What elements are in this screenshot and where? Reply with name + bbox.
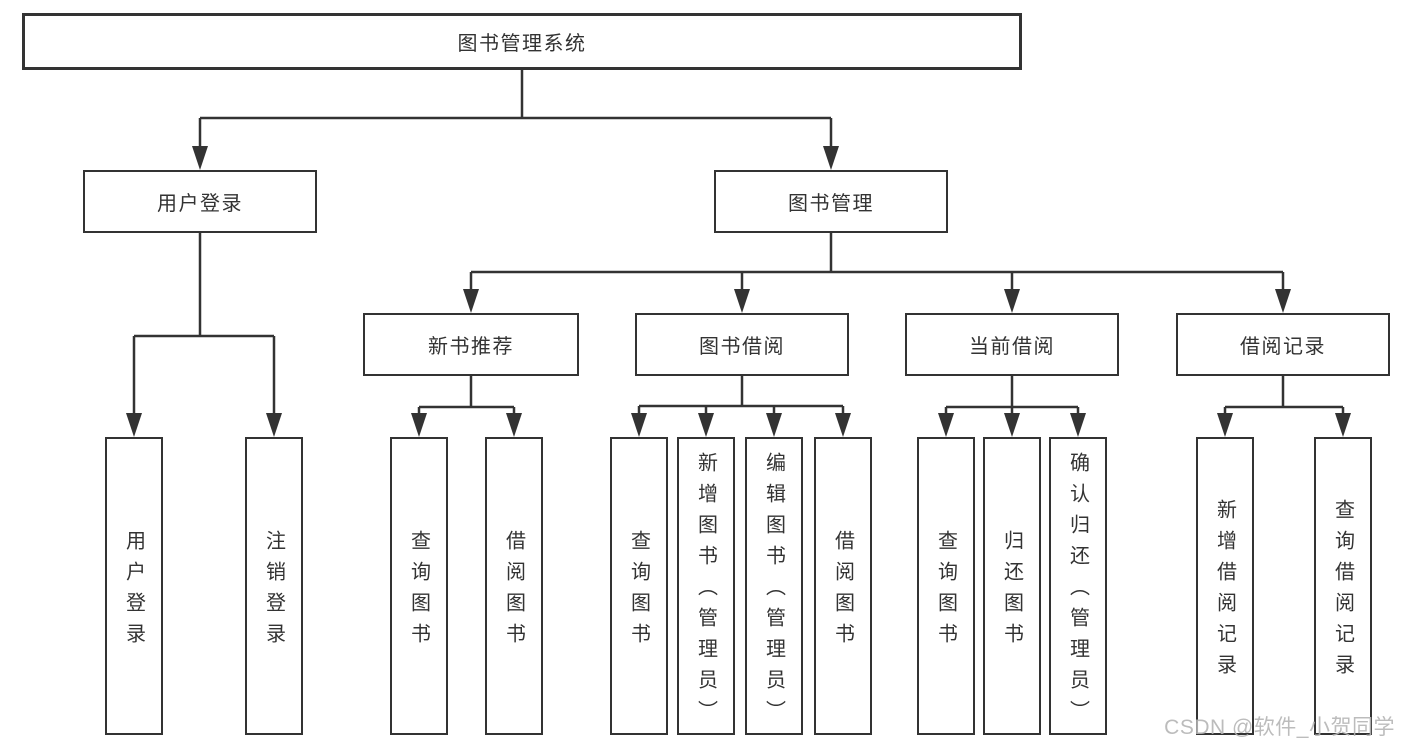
node-book-management: 图书管理 xyxy=(714,170,948,233)
arrow-down-icons xyxy=(126,146,1351,437)
node-borrowing-records: 借阅记录 xyxy=(1176,313,1390,376)
node-label: 图书借阅 xyxy=(699,336,785,358)
leaf-label: 查询图书 xyxy=(934,529,957,654)
node-label: 当前借阅 xyxy=(969,336,1055,358)
leaf-label: 借阅图书 xyxy=(831,529,854,654)
leaf-label: 归还图书 xyxy=(1000,529,1023,654)
csdn-watermark: CSDN @软件_小贺同学 xyxy=(1164,716,1395,739)
node-label: 图书管理 xyxy=(788,193,874,215)
leaf-label: 查询图书 xyxy=(627,529,650,654)
leaf-query-books-borrowing: 查询图书 xyxy=(610,437,668,735)
leaf-query-borrowing-record: 查询借阅记录 xyxy=(1314,437,1372,735)
leaf-add-borrowing-record: 新增借阅记录 xyxy=(1196,437,1254,735)
leaf-edit-book-admin: 编辑图书（管理员） xyxy=(745,437,803,735)
leaf-label: 查询借阅记录 xyxy=(1331,498,1354,685)
node-new-book-recommendation: 新书推荐 xyxy=(363,313,579,376)
leaf-return-books: 归还图书 xyxy=(983,437,1041,735)
node-book-borrowing: 图书借阅 xyxy=(635,313,849,376)
node-label: 图书管理系统 xyxy=(457,33,587,55)
leaf-confirm-return-admin: 确认归还（管理员） xyxy=(1049,437,1107,735)
leaf-user-login: 用户登录 xyxy=(105,437,163,735)
node-label: 用户登录 xyxy=(157,193,243,215)
leaf-label: 新增图书（管理员） xyxy=(694,452,717,731)
leaf-borrow-books-borrowing: 借阅图书 xyxy=(814,437,872,735)
node-library-management-system: 图书管理系统 xyxy=(22,13,1022,70)
leaf-label: 确认归还（管理员） xyxy=(1066,452,1089,731)
node-current-borrowing: 当前借阅 xyxy=(905,313,1119,376)
node-label: 借阅记录 xyxy=(1240,336,1326,358)
tree-edges xyxy=(132,69,1345,414)
leaf-label: 借阅图书 xyxy=(502,529,525,654)
leaf-query-books-recommend: 查询图书 xyxy=(390,437,448,735)
leaf-label: 新增借阅记录 xyxy=(1213,498,1236,685)
leaf-add-book-admin: 新增图书（管理员） xyxy=(677,437,735,735)
leaf-logout: 注销登录 xyxy=(245,437,303,735)
leaf-label: 查询图书 xyxy=(407,529,430,654)
leaf-borrow-books-recommend: 借阅图书 xyxy=(485,437,543,735)
leaf-query-books-current: 查询图书 xyxy=(917,437,975,735)
leaf-label: 用户登录 xyxy=(122,529,145,654)
node-label: 新书推荐 xyxy=(428,336,514,358)
node-user-login: 用户登录 xyxy=(83,170,317,233)
leaf-label: 编辑图书（管理员） xyxy=(762,452,785,731)
leaf-label: 注销登录 xyxy=(262,529,285,654)
